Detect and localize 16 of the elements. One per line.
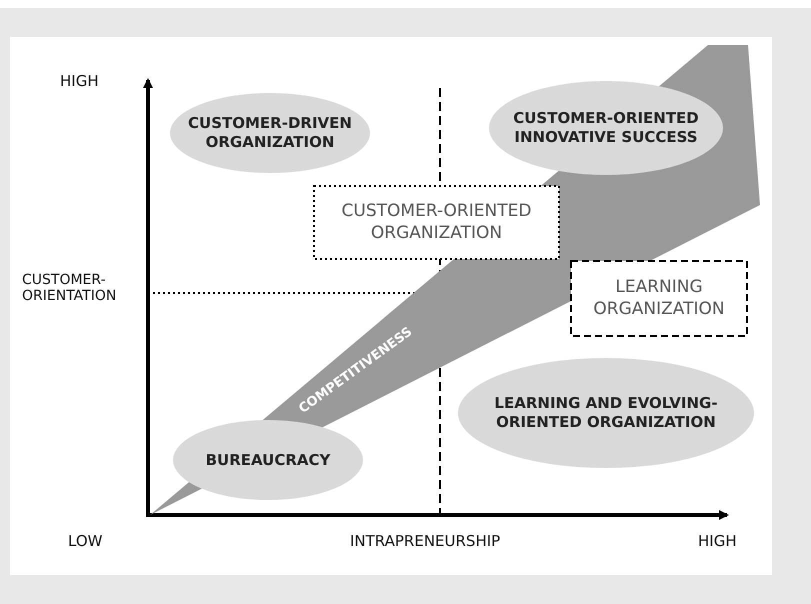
- ellipse-node: [489, 81, 723, 175]
- node-text: LEARNING ORGANIZATION: [592, 277, 726, 320]
- axis-label: INTRAPRENEURSHIP: [350, 532, 500, 550]
- axis-label: HIGH: [60, 72, 99, 90]
- box-node: [570, 260, 748, 337]
- node-text: LEARNING AND EVOLVING-ORIENTED ORGANIZATION: [493, 394, 719, 432]
- axis-label: LOW: [68, 532, 102, 550]
- axis-label: CUSTOMER-ORIENTATION: [22, 272, 118, 304]
- ellipse-node: [458, 358, 754, 468]
- ellipse-node: [173, 420, 363, 500]
- axis-label: HIGH: [698, 532, 737, 550]
- node-text: BUREAUCRACY: [206, 450, 330, 470]
- node-text: CUSTOMER-DRIVEN ORGANIZATION: [187, 114, 353, 152]
- node-text: CUSTOMER-ORIENTED ORGANIZATION: [340, 201, 532, 244]
- node-text: CUSTOMER-ORIENTED INNOVATIVE SUCCESS: [512, 109, 700, 147]
- ellipse-node: [170, 93, 370, 173]
